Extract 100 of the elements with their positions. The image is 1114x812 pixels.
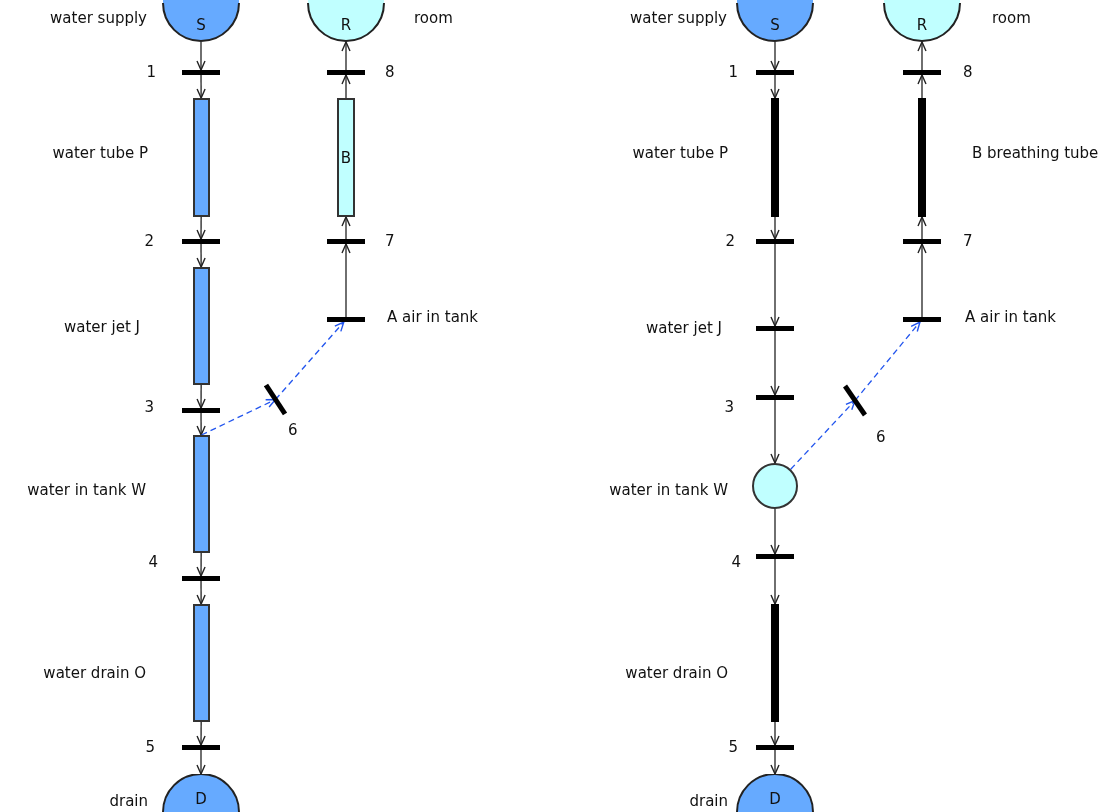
node-caption: 4: [731, 554, 741, 570]
tube-rectangle: [193, 98, 210, 217]
node-caption: water jet J: [646, 320, 722, 336]
node-caption: A air in tank: [965, 309, 1057, 325]
node-caption: water jet J: [64, 319, 140, 335]
tube-rectangle: [337, 98, 355, 217]
node-letter: S: [769, 18, 781, 33]
transition-bar: [756, 745, 794, 750]
arrow: [770, 74, 780, 99]
slanted-bar: [843, 384, 867, 417]
arrow: [770, 399, 780, 464]
node-caption: drain: [689, 793, 728, 809]
node-caption: water in tank W: [27, 482, 146, 498]
tube-bar: [771, 604, 779, 722]
node-caption: 6: [288, 422, 298, 438]
node-caption: 7: [963, 233, 973, 249]
node-caption: 5: [145, 739, 155, 755]
arrow: [196, 243, 206, 268]
node-caption: water tube P: [52, 145, 148, 161]
semicircle-place: [883, 0, 961, 42]
semicircle-place: [736, 774, 814, 812]
tube-bar: [918, 98, 926, 217]
arrow: [196, 412, 206, 436]
transition-bar: [756, 70, 794, 75]
transition-bar: [903, 317, 941, 322]
arrow: [770, 721, 780, 746]
tube-bar: [771, 98, 779, 217]
arrow: [770, 330, 780, 396]
arrow: [196, 41, 206, 71]
arrow: [341, 216, 351, 240]
arrow: [770, 558, 780, 605]
node-caption: 5: [728, 739, 738, 755]
arrow: [196, 580, 206, 605]
transition-bar: [182, 70, 220, 75]
arrow: [196, 552, 206, 577]
transition-bar: [182, 408, 220, 413]
circle-place: [752, 463, 798, 509]
arrow: [917, 41, 927, 71]
transition-bar: [182, 576, 220, 581]
node-caption: 8: [963, 64, 973, 80]
node-letter: R: [915, 18, 929, 33]
node-caption: room: [992, 10, 1031, 26]
node-caption: B breathing tube: [972, 145, 1099, 161]
arrow: [341, 41, 351, 71]
semicircle-place: [736, 0, 814, 42]
arrow: [196, 721, 206, 746]
transition-bar: [756, 326, 794, 331]
transition-bar: [903, 70, 941, 75]
arrow: [274, 321, 345, 401]
node-caption: 3: [724, 399, 734, 415]
arrow: [770, 216, 780, 240]
node-caption: 2: [144, 233, 154, 249]
arrow: [770, 41, 780, 71]
node-letter: D: [194, 792, 208, 807]
arrow: [790, 399, 856, 470]
arrow: [770, 749, 780, 775]
transition-bar: [756, 554, 794, 559]
arrow: [196, 749, 206, 775]
node-caption: 2: [725, 233, 735, 249]
node-caption: 6: [876, 429, 886, 445]
arrow: [200, 398, 277, 436]
arrow: [341, 74, 351, 99]
semicircle-place: [162, 0, 240, 42]
transition-bar: [182, 239, 220, 244]
tube-rectangle: [193, 604, 210, 722]
transition-bar: [327, 317, 365, 322]
transition-bar: [182, 745, 220, 750]
node-caption: drain: [109, 793, 148, 809]
arrow: [196, 216, 206, 240]
transition-bar: [756, 395, 794, 400]
node-caption: water in tank W: [609, 482, 728, 498]
node-letter: B: [339, 150, 353, 165]
transition-bar: [756, 239, 794, 244]
transition-bar: [903, 239, 941, 244]
node-caption: water drain O: [625, 665, 728, 681]
transition-bar: [327, 239, 365, 244]
arrow: [917, 243, 927, 318]
node-caption: 8: [385, 64, 395, 80]
arrow: [770, 243, 780, 327]
node-caption: 1: [728, 64, 738, 80]
node-caption: 1: [146, 64, 156, 80]
node-caption: 7: [385, 233, 395, 249]
arrow: [770, 508, 780, 555]
node-letter: S: [195, 18, 207, 33]
tube-rectangle: [193, 267, 210, 385]
node-caption: water supply: [50, 10, 147, 26]
semicircle-place: [307, 0, 385, 42]
slanted-bar: [264, 383, 287, 416]
node-caption: water drain O: [43, 665, 146, 681]
node-letter: R: [339, 18, 353, 33]
node-caption: 3: [144, 399, 154, 415]
arrow: [917, 74, 927, 99]
node-caption: room: [414, 10, 453, 26]
arrow: [196, 384, 206, 409]
transition-bar: [327, 70, 365, 75]
node-caption: A air in tank: [387, 309, 479, 325]
arrow: [917, 216, 927, 240]
node-caption: water tube P: [632, 145, 728, 161]
arrow: [341, 243, 351, 318]
node-caption: 4: [148, 554, 158, 570]
